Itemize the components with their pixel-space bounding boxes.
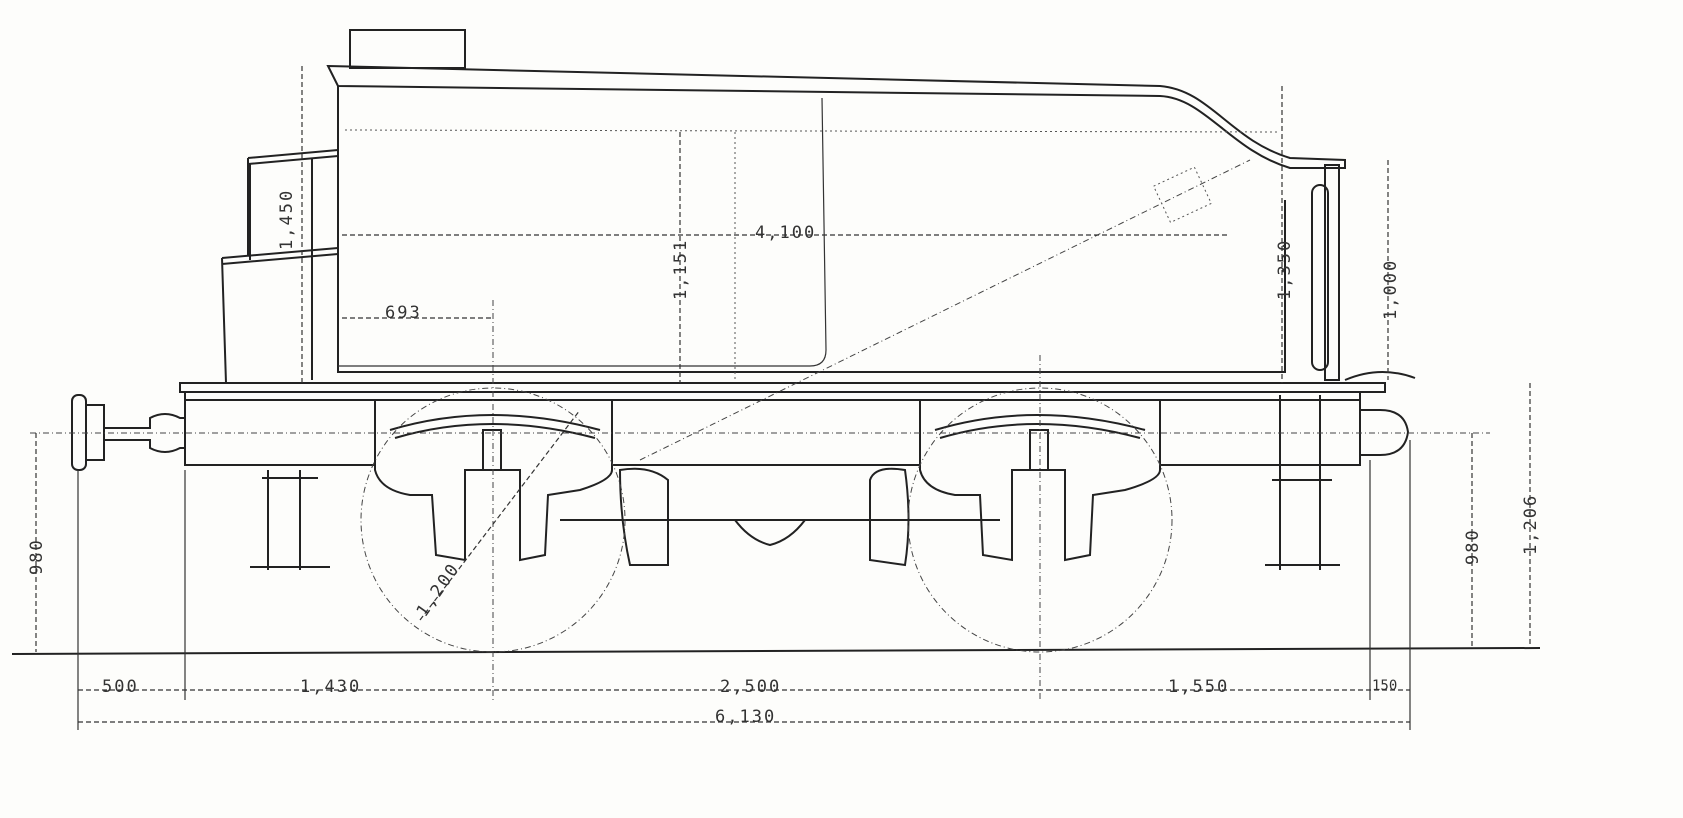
dim-tank-height-rear: 1,450	[277, 189, 297, 250]
handrail	[1311, 184, 1329, 371]
deck-plate	[179, 382, 1386, 393]
dim-axle-to-front: 1,550	[1168, 677, 1229, 697]
spring-front	[934, 414, 1146, 439]
dim-rear-overhang: 500	[102, 677, 139, 697]
dim-wheelbase: 2,500	[720, 677, 781, 697]
brake-block-front	[869, 467, 910, 567]
tank-body	[337, 86, 1286, 373]
dim-handrail-height: 1,000	[1381, 259, 1401, 320]
spring-rear	[389, 414, 601, 439]
water-line	[344, 129, 1281, 133]
front-buffer	[1360, 409, 1410, 456]
step	[1344, 370, 1416, 381]
rail-line	[11, 647, 1541, 655]
wheel-rear	[360, 387, 626, 653]
spring-buckle-front	[1029, 429, 1049, 471]
dim-total-length: 6,130	[715, 707, 776, 727]
brake-block-rear	[618, 467, 669, 566]
brake-rigging	[560, 464, 1000, 547]
dim-tank-height-inner: 1,151	[671, 239, 691, 300]
dim-front-overhang: 150	[1372, 678, 1397, 694]
handrail-post	[1324, 164, 1340, 381]
front-hanger	[1265, 395, 1340, 570]
spring-buckle-rear	[482, 429, 502, 471]
dim-buffer-height-right: 980	[1463, 528, 1483, 565]
dim-wheel-diameter: 1,200	[413, 559, 464, 621]
dim-buffer-height-left: 980	[27, 538, 47, 575]
coal-rails	[221, 149, 339, 384]
wheel-front	[907, 387, 1173, 653]
rear-buffer	[71, 394, 186, 471]
dim-tank-length: 4,100	[755, 223, 816, 243]
dim-deck-height: 1,206	[1521, 494, 1541, 555]
toolbox	[349, 29, 466, 69]
rear-hanger	[250, 470, 330, 570]
brake-handle-box	[1152, 166, 1212, 224]
tank-door	[338, 97, 827, 367]
dim-front-height: 1,350	[1275, 239, 1295, 300]
dim-tank-offset: 693	[385, 303, 422, 323]
frame-solebar	[184, 392, 1361, 466]
tank-top-coping	[326, 64, 1346, 169]
dim-rear-to-axle: 1,430	[300, 677, 361, 697]
